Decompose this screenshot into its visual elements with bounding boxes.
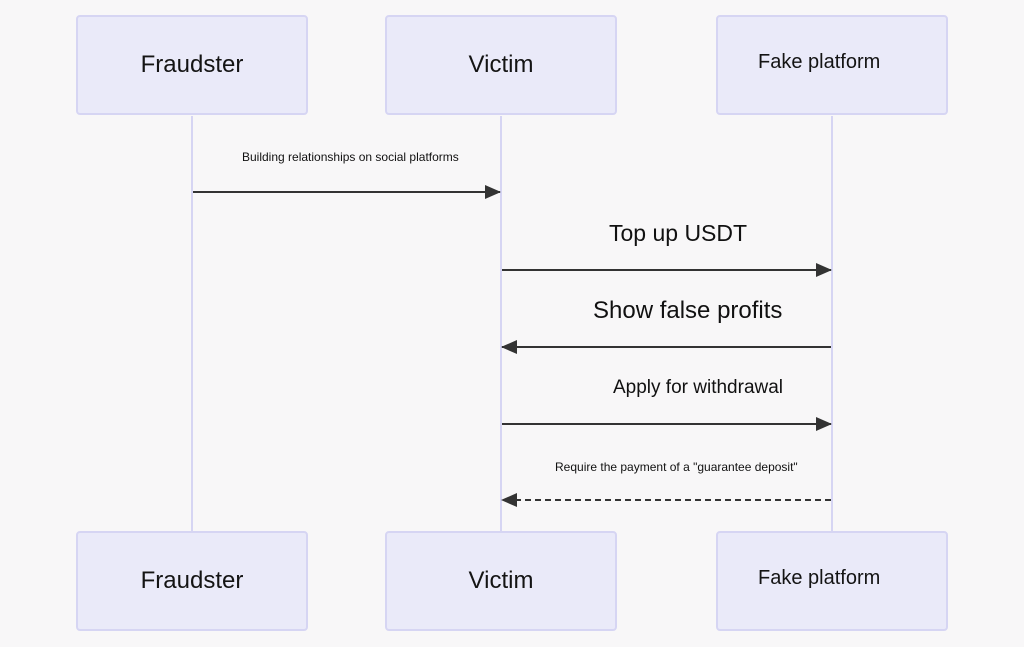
actor-top-platform: Fake platform (716, 15, 948, 115)
actor-top-victim: Victim (385, 15, 617, 115)
message-label-1: Building relationships on social platfor… (242, 150, 459, 164)
message-label-3: Show false profits (593, 297, 783, 324)
actor-label: Victim (468, 51, 534, 78)
actor-top-fraudster: Fraudster (76, 15, 308, 115)
actor-bottom-victim: Victim (385, 531, 617, 631)
message-label-2: Top up USDT (609, 220, 748, 246)
actor-label: Fake platform (758, 51, 881, 73)
actor-bottom-platform: Fake platform (716, 531, 948, 631)
message-label-5: Require the payment of a "guarantee depo… (555, 460, 798, 474)
actor-label: Fraudster (140, 51, 244, 78)
actor-label: Fraudster (140, 567, 244, 594)
actor-label: Victim (468, 567, 534, 594)
message-label-4: Apply for withdrawal (613, 377, 784, 398)
actor-label: Fake platform (758, 567, 881, 589)
actor-bottom-fraudster: Fraudster (76, 531, 308, 631)
